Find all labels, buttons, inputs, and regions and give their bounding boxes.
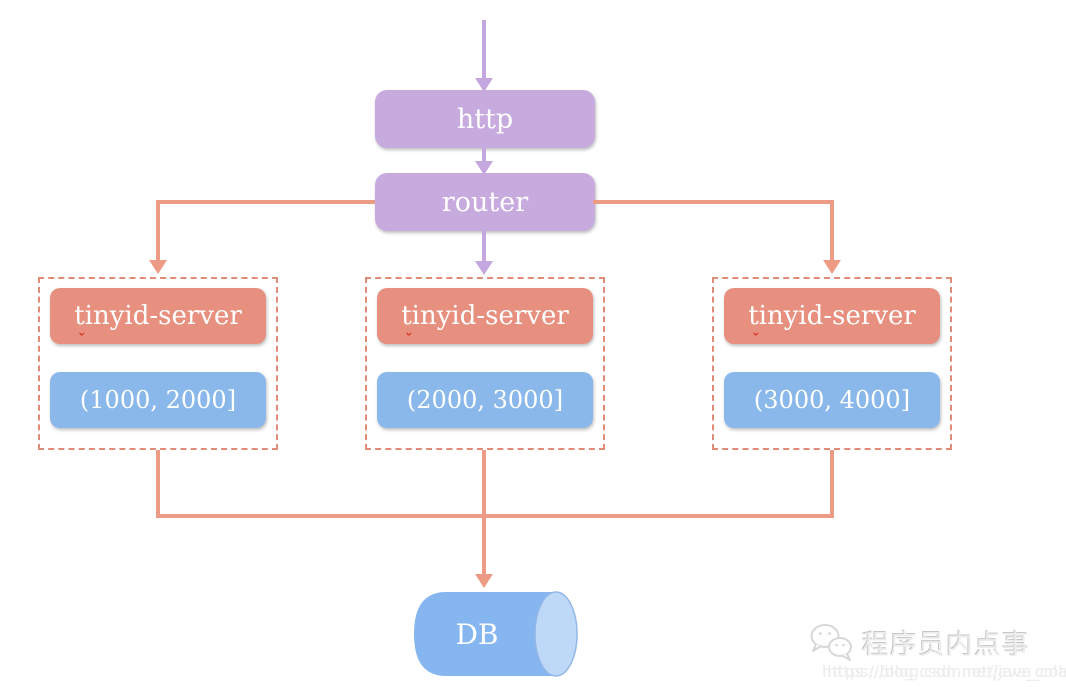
branch-line-left-vertical: [156, 200, 160, 262]
node-tinyid-server-1: tinyid-server ˇ: [50, 288, 266, 348]
server-group-2: tinyid-server ˇ (2000, 3000]: [365, 277, 605, 450]
node-range-3-label: (3000, 4000]: [753, 386, 911, 414]
collector-line-center-vertical: [482, 450, 486, 576]
server-group-1: tinyid-server ˇ (1000, 2000]: [38, 277, 278, 450]
branch-line-right-vertical: [830, 200, 834, 262]
watermark-brand-text: 程序员内点事: [862, 629, 1030, 661]
arrowhead-into-server2: [475, 261, 493, 275]
arrowhead-into-server3: [823, 260, 841, 274]
node-range-1-label: (1000, 2000]: [79, 386, 237, 414]
watermark: 程序员内点事 https://blog.csdn.net/java_cola h…: [808, 622, 1066, 692]
watermark-url-text-ghost: https://blog.csdn.net/java_cola: [827, 662, 1066, 681]
branch-line-right-horizontal: [593, 200, 834, 204]
node-http: http: [375, 90, 595, 148]
db-cylinder: [414, 591, 578, 677]
arrowhead-into-db: [475, 574, 493, 588]
node-range-2-label: (2000, 3000]: [406, 386, 564, 414]
arrow-line-router-to-server2: [482, 231, 486, 263]
db-cylinder-body: [414, 592, 556, 676]
node-range-3: (3000, 4000]: [724, 372, 940, 428]
node-tinyid-server-3-label: tinyid-server: [748, 301, 916, 331]
db-cylinder-face: [534, 591, 578, 677]
node-db: DB: [390, 588, 564, 680]
watermark-url-text: https://blog.csdn.net/java_cola: [822, 662, 1066, 681]
node-range-2: (2000, 3000]: [377, 372, 593, 428]
server-group-3: tinyid-server ˇ (3000, 4000]: [712, 277, 952, 450]
arrow-line-incoming-http: [482, 20, 486, 80]
node-tinyid-server-3: tinyid-server ˇ: [724, 288, 940, 348]
collector-line-right-vertical: [830, 450, 834, 516]
wechat-icon: [810, 624, 852, 661]
arrowhead-into-http: [475, 78, 493, 92]
arrow-line-http-to-router: [482, 148, 486, 164]
node-tinyid-server-2: tinyid-server ˇ: [377, 288, 593, 348]
node-db-label: DB: [455, 617, 499, 651]
watermark-url: https://blog.csdn.net/java_cola https://…: [822, 662, 1066, 684]
node-range-1: (1000, 2000]: [50, 372, 266, 428]
arrowhead-into-router: [475, 161, 493, 175]
spellcheck-squiggle-icon: ˇ: [752, 331, 760, 349]
collector-line-left-vertical: [156, 450, 160, 516]
branch-line-left-horizontal: [156, 200, 375, 204]
spellcheck-squiggle-icon: ˇ: [78, 331, 86, 349]
node-http-label: http: [456, 103, 514, 135]
node-tinyid-server-1-label: tinyid-server: [74, 301, 242, 331]
collector-line-horizontal: [156, 514, 834, 518]
arrowhead-into-server1: [149, 260, 167, 274]
node-router: router: [375, 173, 595, 231]
node-router-label: router: [441, 186, 529, 218]
node-tinyid-server-2-label: tinyid-server: [401, 301, 569, 331]
spellcheck-squiggle-icon: ˇ: [405, 331, 413, 349]
